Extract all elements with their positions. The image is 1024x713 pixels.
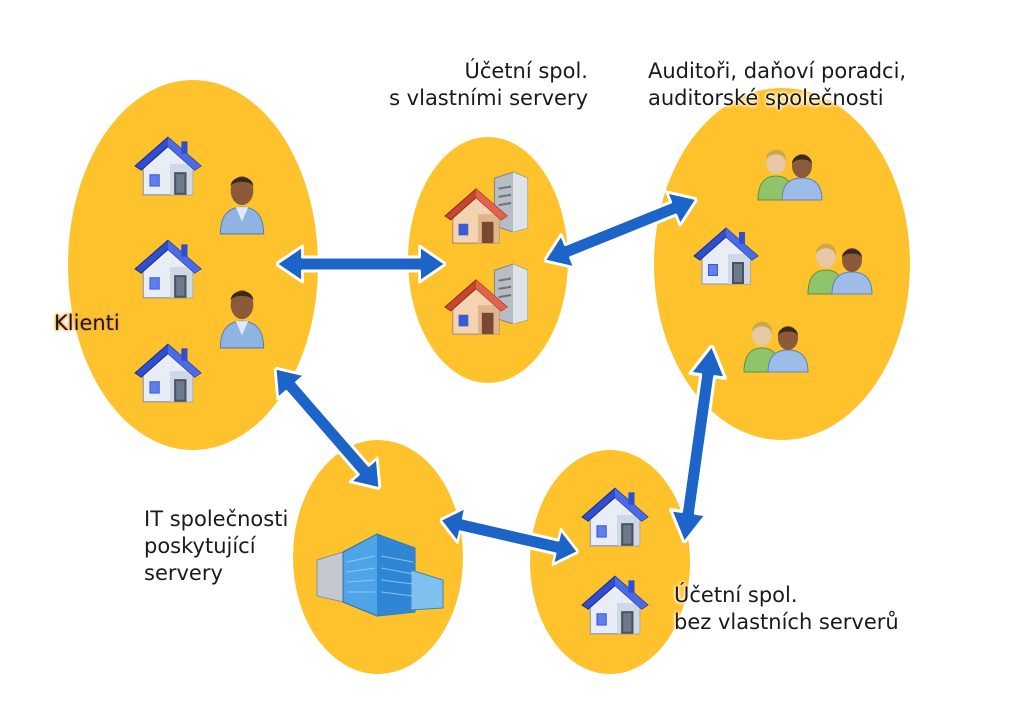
auditors-label: Auditoři, daňoví poradci, auditorské spo… bbox=[648, 59, 907, 110]
accounting-without-servers-label: Účetní spol. bez vlastních serverů bbox=[674, 583, 899, 634]
accounting-with-servers-label: Účetní spol. s vlastními servery bbox=[389, 59, 588, 110]
double-arrow-icon bbox=[664, 342, 732, 546]
double-arrow-icon bbox=[276, 244, 446, 284]
clients-label: Klienti bbox=[54, 311, 120, 335]
auditors-group bbox=[654, 88, 910, 440]
accounting-without-servers-group bbox=[530, 450, 690, 674]
it-companies-label: IT společnosti poskytující servery bbox=[144, 507, 289, 585]
